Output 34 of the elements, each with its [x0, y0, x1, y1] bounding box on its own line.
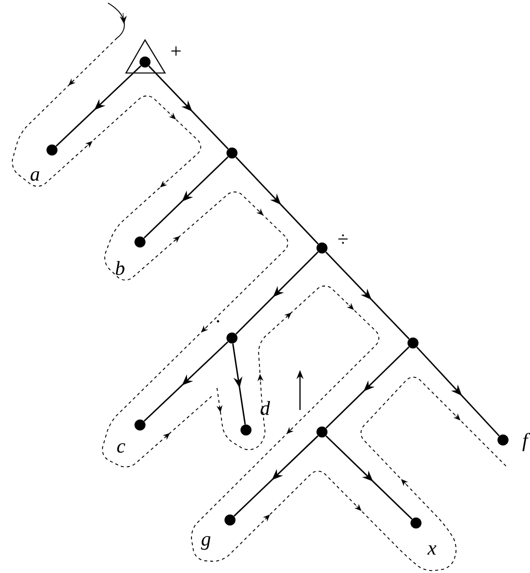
leaf-node: x — [410, 518, 436, 555]
node-label: ÷ — [338, 234, 348, 244]
arrow — [325, 252, 410, 340]
node-label: d — [260, 400, 270, 416]
tree-node — [316, 426, 328, 438]
arrow — [235, 156, 319, 244]
tree-node — [408, 338, 418, 348]
arrow — [56, 65, 142, 147]
leaf-node: f — [498, 432, 530, 452]
arrow — [144, 341, 228, 422]
arrow — [148, 66, 229, 150]
node-label: b — [116, 260, 124, 276]
leaf-node: a — [30, 144, 58, 181]
operator-node: ÷ — [316, 234, 348, 254]
node-label: f — [522, 432, 530, 452]
tree-node — [226, 148, 238, 158]
operator-node: · — [216, 320, 238, 344]
leaf-node: b — [116, 236, 146, 276]
leaf-node: d — [240, 400, 270, 436]
leaf-node: g — [201, 514, 236, 550]
arrow — [326, 435, 412, 520]
node-label: x — [427, 545, 436, 555]
node-label: g — [201, 536, 210, 550]
arrow — [416, 346, 500, 436]
node-label: + — [171, 46, 181, 56]
arrow — [236, 252, 318, 334]
arrow — [144, 156, 228, 239]
arrow — [234, 435, 318, 517]
node-label: · — [216, 320, 220, 322]
leaf-node: c — [117, 420, 146, 453]
node-label: a — [30, 171, 40, 181]
arrow — [232, 344, 246, 424]
node-label: c — [117, 443, 126, 453]
arrow — [326, 346, 410, 429]
